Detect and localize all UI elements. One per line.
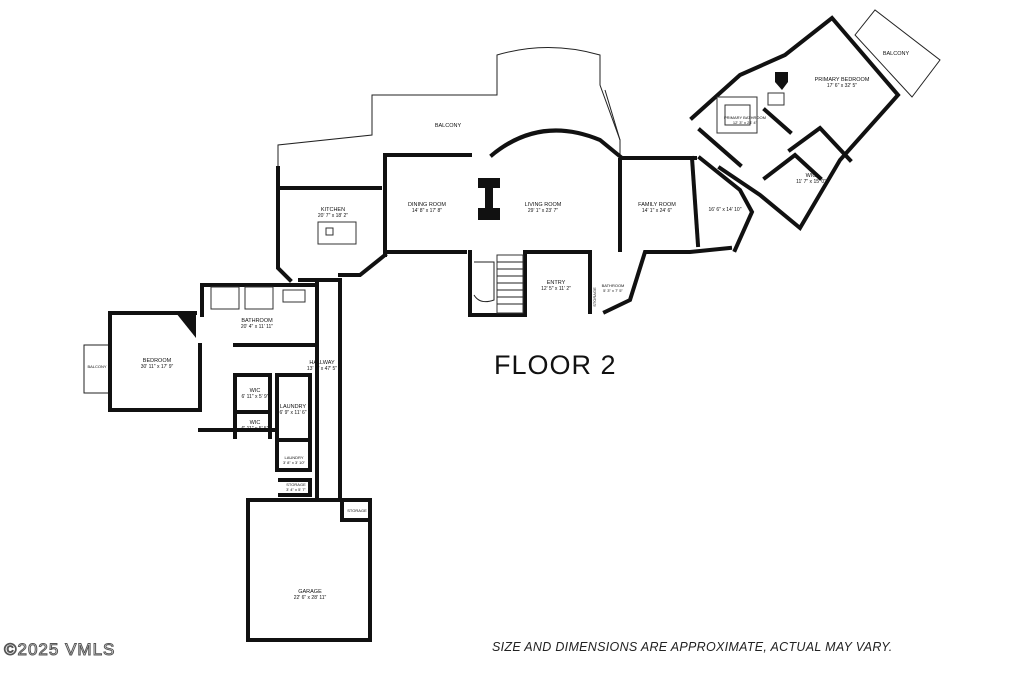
disclaimer-text: SIZE AND DIMENSIONS ARE APPROXIMATE, ACT… [492,640,893,654]
wic-primary-label: WIC [806,173,817,179]
bedroom-dim: 30' 11" x 17' 9" [141,364,174,370]
copyright-watermark: ©2025 VMLS [3,640,116,660]
primary-bath-label: PRIMARY BATHROOM [724,115,766,120]
bedroom-label: BEDROOM [143,358,172,364]
laundry-label: LAUNDRY [280,404,307,410]
entry-label: ENTRY [547,280,566,286]
family-dim: 14' 1" x 24' 6" [642,208,672,214]
kitchen-dim: 20' 7" x 18' 2" [318,213,348,219]
bathroom-small-label: BATHROOM [602,283,625,288]
wic2-label: WIC [250,420,261,426]
entry-dim: 12' 5" x 11' 2" [541,286,571,292]
fixtures [176,72,788,338]
laundry-small-label: LAUNDRY [284,455,303,460]
hallway-label: HALLWAY [309,360,335,366]
dining-dim: 14' 8" x 17' 8" [412,208,442,214]
wic-primary-dim: 11' 7" x 15' 0" [796,179,826,185]
bathroom-dim: 20' 4" x 11' 11" [241,324,273,330]
wic1-label: WIC [250,388,261,394]
balcony-outlines [83,9,941,394]
wic1-dim: 6' 11" x 5' 9" [241,394,268,400]
storage-entry-label: STORAGE [592,287,597,307]
storage-garage-label: STORAGE [347,508,367,513]
wic2-dim: 6' 11" x 5' 5" [241,426,268,432]
storage-small-dim: 3' 4" x 5' 7" [286,487,306,492]
dining-label: DINING ROOM [408,202,446,208]
laundry-small-dim: 3' 8" x 3' 10" [283,460,306,465]
laundry-dim: 6' 9" x 11' 6" [279,410,306,416]
balcony-west-label: BALCONY [87,364,106,369]
balcony-top-label: BALCONY [435,123,462,129]
bathroom-label: BATHROOM [241,318,273,324]
bathroom-small-dim: 5' 3" x 7' 5" [603,288,623,293]
family-label: FAMILY ROOM [638,202,676,208]
primary-bath-dim: 12' 3" x 24' 4" [733,120,758,125]
room-labels: BALCONY BALCONY BALCONY KITCHEN 20' 7" x… [87,51,909,601]
balcony-ne-label: BALCONY [883,51,910,57]
living-label: LIVING ROOM [525,202,562,208]
hallway-dim: 13' 9" x 47' 5" [307,366,337,372]
den-dim: 16' 6" x 14' 10" [709,207,742,213]
walls [108,15,901,642]
garage-dim: 22' 6" x 28' 11" [294,595,327,601]
kitchen-label: KITCHEN [321,207,345,213]
floor-title: FLOOR 2 [494,350,617,380]
primary-bed-label: PRIMARY BEDROOM [815,77,870,83]
primary-bed-dim: 17' 6" x 32' 5" [827,83,857,89]
living-dim: 29' 1" x 23' 7" [528,208,558,214]
stairs [473,254,524,314]
garage-label: GARAGE [298,589,322,595]
storage-small-label: STORAGE [286,482,306,487]
